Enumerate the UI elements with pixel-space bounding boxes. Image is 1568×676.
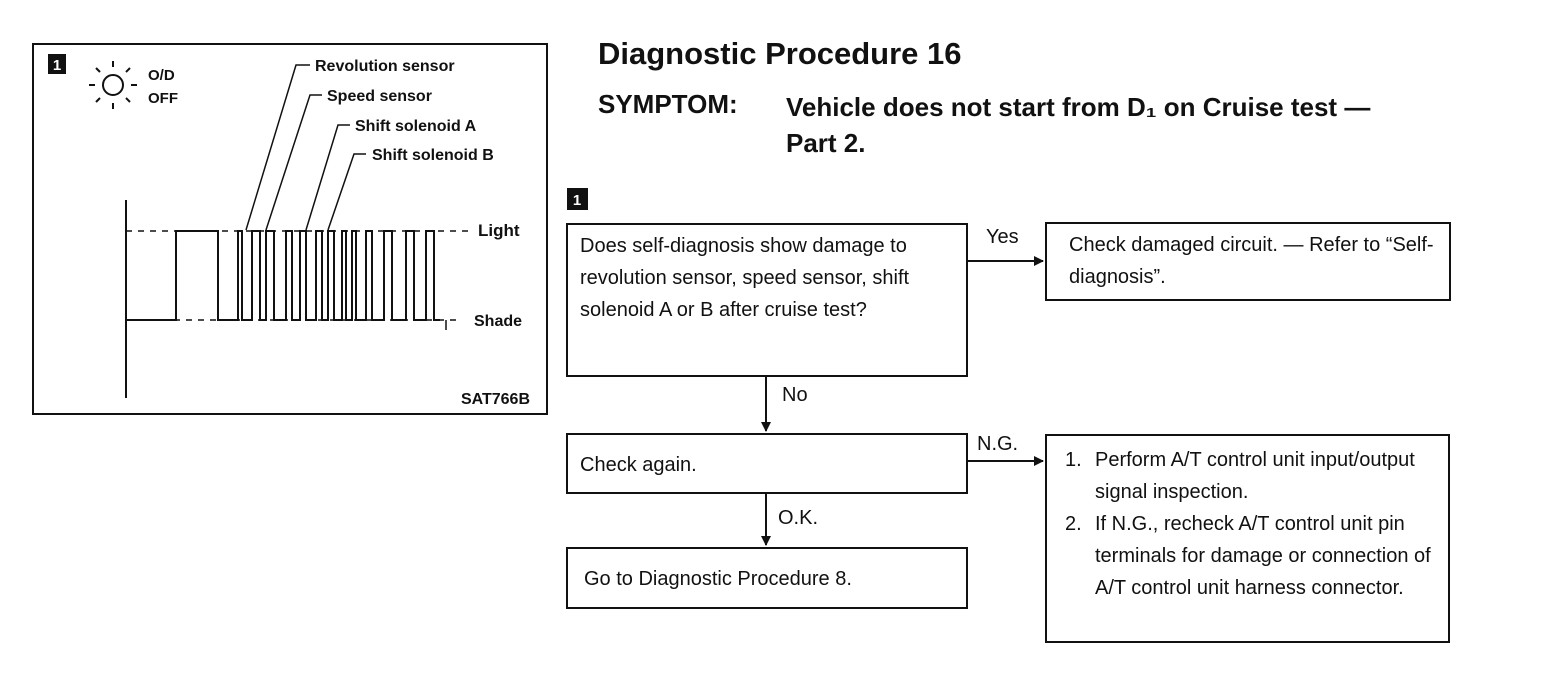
ng-label: N.G.	[977, 433, 1019, 455]
signal-waveform	[126, 230, 440, 321]
symptom-text: Vehicle does not start from D₁ on Cruise…	[786, 92, 1371, 158]
yes-action-box: Check damaged circuit. — Refer to “Self-…	[1045, 222, 1451, 301]
step-badge	[567, 188, 588, 210]
ok-label: O.K.	[778, 507, 819, 529]
goto-procedure-text: Go to Diagnostic Procedure 8.	[584, 568, 852, 590]
pointer-leaders	[245, 64, 366, 231]
check-again-box: Check again.	[566, 433, 968, 494]
pointer-label-shift-solenoid-a: Shift solenoid A	[355, 118, 477, 135]
step-badge-text: 1	[573, 192, 581, 209]
pointer-label-shift-solenoid-b: Shift solenoid B	[372, 147, 494, 164]
yes-action-text: Check damaged circuit. — Refer to “Self-…	[1069, 234, 1434, 288]
figure-badge-text: 1	[53, 57, 61, 74]
ng-action-box: 1. Perform A/T control unit input/output…	[1045, 434, 1450, 643]
level-label-shade: Shade	[474, 313, 522, 330]
check-again-text: Check again.	[580, 454, 697, 476]
pointer-label-revolution-sensor: Revolution sensor	[315, 58, 455, 75]
indicator-label-od: O/D	[148, 67, 175, 84]
lamp-icon	[89, 61, 137, 109]
no-label: No	[782, 384, 808, 406]
goto-procedure-box: Go to Diagnostic Procedure 8.	[566, 547, 968, 609]
ng-step: 2. If N.G., recheck A/T control unit pin…	[1065, 508, 1448, 604]
ng-step-text: If N.G., recheck A/T control unit pin te…	[1095, 513, 1431, 599]
ng-step-number: 1.	[1065, 449, 1082, 471]
pointer-label-speed-sensor: Speed sensor	[327, 88, 432, 105]
figure-badge	[48, 54, 66, 74]
question-box: Does self-diagnosis show damage to revol…	[566, 223, 968, 377]
procedure-title: Diagnostic Procedure 16	[598, 36, 962, 71]
symptom-label: SYMPTOM:	[598, 89, 738, 119]
figure-code: SAT766B	[461, 391, 530, 408]
yes-label: Yes	[986, 226, 1019, 248]
indicator-label-off: OFF	[148, 90, 178, 107]
ng-step-number: 2.	[1065, 513, 1082, 535]
level-label-light: Light	[478, 221, 520, 240]
question-text: Does self-diagnosis show damage to revol…	[580, 235, 910, 321]
ng-step-text: Perform A/T control unit input/output si…	[1095, 449, 1415, 503]
figure-frame	[32, 43, 548, 415]
ng-step: 1. Perform A/T control unit input/output…	[1065, 444, 1448, 508]
